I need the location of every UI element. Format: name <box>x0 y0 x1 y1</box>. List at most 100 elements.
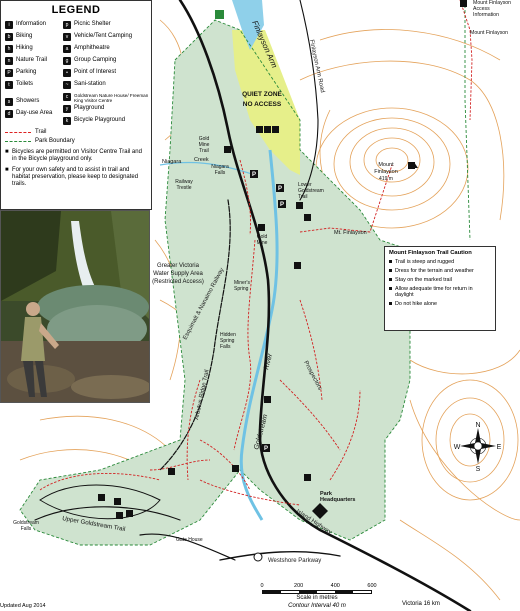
legend-item-label: Point of Interest <box>74 68 117 75</box>
caution-item: Allow adequate time for return in daylig… <box>389 286 491 298</box>
mount-finlayson-access-label-3: Information <box>473 12 499 18</box>
goldstream-falls-label-2: Falls <box>21 526 32 532</box>
legend-item-label: Parking <box>16 68 37 75</box>
caution-item-text: Trail is steep and rugged <box>395 259 455 265</box>
legend-item-label: Vehicle/Tent Camping <box>74 32 133 39</box>
scale-bar-graphic <box>262 590 372 594</box>
caution-item: Stay on the marked trail <box>389 277 491 283</box>
parking-labels: P P P P <box>252 172 284 452</box>
scale-bar: 0 200 400 600 Scale in metres Contour In… <box>260 583 376 609</box>
mount-finlayson-label: Mount <box>378 162 394 168</box>
scale-caption: Scale in metres <box>296 595 338 601</box>
svg-text:P: P <box>252 172 256 178</box>
facility-icons <box>98 0 467 519</box>
legend-trail-label: Trail <box>35 129 47 136</box>
legend-item: •Point of Interest <box>63 68 151 77</box>
goldstream-falls-label-1: Goldstream <box>13 520 39 526</box>
summit-elevation-label: 419 m <box>379 176 393 182</box>
goldstream-river <box>239 149 279 521</box>
parking-icon: P <box>5 68 13 77</box>
nature-trail-icon: n <box>5 56 13 65</box>
svg-text:P: P <box>278 186 282 192</box>
miners-spring-label-1: Miner's <box>234 280 250 286</box>
quiet-zone-label: QUIET ZONE <box>242 91 282 98</box>
hidden-spring-label-2: Spring <box>220 338 235 344</box>
caution-title: Mount Finlayson Trail Caution <box>389 250 472 256</box>
compass-w-label: W <box>454 444 461 451</box>
bicycle-playground-icon: k <box>63 117 71 126</box>
legend-title: LEGEND <box>51 4 101 16</box>
boundary-line-sample <box>5 141 31 143</box>
lower-goldstream-label-3: Trail <box>298 194 308 200</box>
legend-item-label: Information <box>16 20 47 27</box>
gold-mine-label-1: Gold <box>257 234 268 240</box>
gold-mine-trail-label-2: Mine <box>199 142 210 148</box>
waterfall-photo-illustration <box>1 211 149 402</box>
legend-item-label: Hiking <box>16 44 33 51</box>
compass-n-label: N <box>475 422 480 429</box>
river-label: River <box>263 352 274 370</box>
hidden-spring-label-1: Hidden <box>220 332 236 338</box>
mount-finlayson-access-label-1: Mount Finlayson <box>473 0 511 6</box>
legend-trail: Trail <box>5 129 147 136</box>
niagara-falls-label-2: Falls <box>215 170 226 176</box>
legend-item-label: Amphitheatre <box>74 44 110 51</box>
gate-house-road <box>139 533 236 561</box>
updated-date: Updated Aug 2014 <box>0 603 46 609</box>
scale-tick: 200 <box>294 583 304 589</box>
lower-goldstream-label-2: Goldstream <box>298 188 324 194</box>
upper-goldstream-road <box>34 506 181 521</box>
mt-finlayson-trail-label: Mt. Finlayson <box>334 230 367 236</box>
showers-icon: s <box>5 97 13 106</box>
scale-tick: 600 <box>367 583 377 589</box>
gvwsa-label-3: (Restricted Access) <box>152 279 204 285</box>
scale-tick: 0 <box>260 583 264 589</box>
caution-item: Dress for the terrain and weather <box>389 268 491 274</box>
railway-trestle-label-2: Trestle <box>176 185 191 191</box>
westshore-parkway-label: Westshore Parkway <box>268 558 321 564</box>
legend-item-label: Showers <box>16 97 40 104</box>
roundabout-icon <box>253 552 263 562</box>
gate-house-label: Gate House <box>176 537 203 543</box>
finlayson-arm-road <box>299 0 319 201</box>
legend-item-label: Bicycle Playground <box>74 117 126 124</box>
legend-note-text: For your own safety and to assist in tra… <box>12 166 139 187</box>
railway-trestle-label-1: Railway <box>175 179 193 185</box>
legend-boundary-label: Park Boundary <box>35 138 75 145</box>
campground-loop <box>39 484 161 520</box>
park-hq-label-1: Park <box>320 491 333 497</box>
mount-finlayson-label-2: Finlayson <box>374 169 398 175</box>
miners-spring-label-2: Spring <box>234 286 249 292</box>
park-boundary-line <box>19 19 411 546</box>
svg-text:P: P <box>264 446 268 452</box>
toilets-icon: t <box>5 80 13 89</box>
hidden-spring-label-3: Falls <box>220 344 231 350</box>
park-area <box>20 20 410 545</box>
niagara-falls-label-1: Niagara <box>211 164 229 170</box>
legend-item-label: Sani-station <box>74 80 106 87</box>
nature-house-icon: c <box>63 92 71 101</box>
caution-item-text: Allow adequate time for return in daylig… <box>395 286 473 298</box>
picnic-shelter-icon: p <box>63 20 71 29</box>
legend-item-label: Group Camping <box>74 56 117 63</box>
finlayson-arm-water <box>232 0 264 50</box>
group-camping-icon: g <box>63 56 71 65</box>
caution-item-text: Dress for the terrain and weather <box>395 268 474 274</box>
svg-text:P: P <box>280 202 284 208</box>
no-access-label: NO ACCESS <box>243 101 282 108</box>
vehicle-tent-camping-icon: v <box>63 32 71 41</box>
sani-station-icon: ~ <box>63 80 71 89</box>
playground-icon: y <box>63 105 71 114</box>
compass-rose <box>460 428 496 464</box>
biking-icon: b <box>5 32 13 41</box>
